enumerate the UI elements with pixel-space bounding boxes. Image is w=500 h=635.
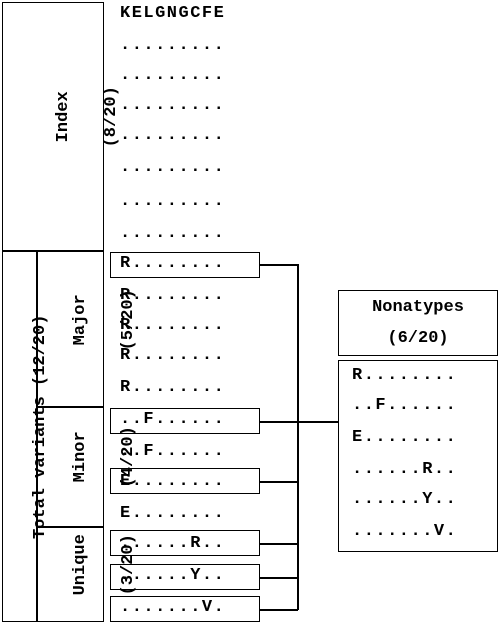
minor-label: Minor (4/20)	[45, 407, 138, 527]
index-group-label: Index (8/20)	[28, 52, 121, 202]
variant-row: R........	[120, 286, 226, 305]
index-title: Index	[54, 91, 73, 143]
nonatype-row: ......Y..	[352, 490, 458, 509]
nonatypes-title: Nonatypes	[372, 298, 464, 317]
nonatype-row: .......V.	[352, 522, 458, 541]
major-box	[36, 250, 104, 408]
variant-row: .......V.	[120, 598, 226, 617]
nonatypes-count: (6/20)	[387, 329, 449, 348]
connector-line	[260, 543, 298, 545]
index-row: .........	[120, 192, 226, 211]
variant-row: ..F......	[120, 410, 226, 429]
nonatypes-list-box	[338, 360, 498, 552]
index-row: .........	[120, 126, 226, 145]
header-sequence: KELGNGCFE	[120, 4, 226, 23]
connector-line	[260, 421, 338, 423]
connector-line	[260, 609, 298, 611]
unique-label: Unique (3/20)	[45, 515, 138, 635]
minor-title: Minor	[71, 431, 90, 483]
total-variants-label: Total variants (12/20)	[5, 261, 50, 613]
total-variants-box	[2, 250, 38, 622]
unique-box	[36, 526, 104, 622]
variant-row: R........	[120, 254, 226, 273]
variant-row: E........	[120, 472, 226, 491]
variant-row-box	[110, 252, 260, 278]
nonatype-row: E........	[352, 428, 458, 447]
nonatypes-header-box	[338, 290, 498, 356]
variant-row: ......R..	[120, 534, 226, 553]
variant-row: E........	[120, 504, 226, 523]
major-label: Major (5/20)	[45, 270, 138, 390]
connector-line	[260, 264, 298, 266]
variant-row-box	[110, 596, 260, 622]
index-group-box	[2, 2, 104, 252]
variant-row-box	[110, 468, 260, 494]
index-row: .........	[120, 66, 226, 85]
nonatype-row: ......R..	[352, 460, 458, 479]
minor-box	[36, 406, 104, 528]
variant-row: ..F......	[120, 442, 226, 461]
variant-row-box	[110, 564, 260, 590]
index-row: .........	[120, 96, 226, 115]
index-row: .........	[120, 224, 226, 243]
nonatype-row: ..F......	[352, 396, 458, 415]
connector-line	[260, 577, 298, 579]
index-row: .........	[120, 36, 226, 55]
nonatype-row: R........	[352, 366, 458, 385]
variant-row: R........	[120, 316, 226, 335]
variant-row-box	[110, 530, 260, 556]
index-row: .........	[120, 158, 226, 177]
variant-row: R........	[120, 378, 226, 397]
unique-title: Unique	[71, 534, 90, 596]
variant-row: R........	[120, 346, 226, 365]
major-title: Major	[71, 294, 90, 346]
index-count: (8/20)	[102, 86, 121, 148]
variant-row-box	[110, 408, 260, 434]
connector-line	[260, 481, 298, 483]
connector-trunk	[297, 264, 299, 610]
variant-row: ......Y..	[120, 566, 226, 585]
